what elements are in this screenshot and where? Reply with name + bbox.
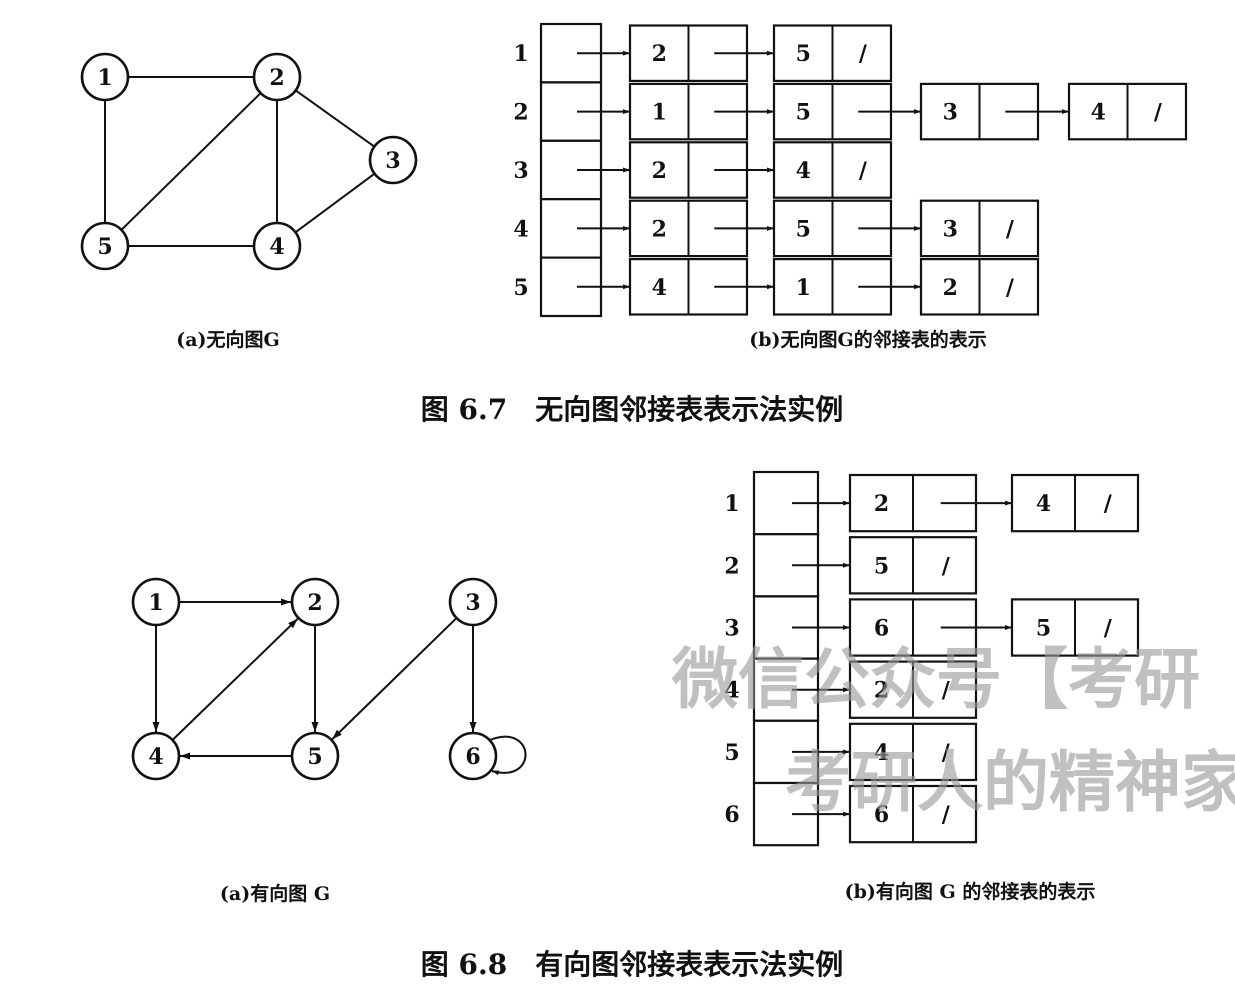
self-loop-edge-6 [489,735,527,776]
node-circle-1 [131,577,181,627]
node-circle-6 [448,731,498,781]
adjvex-value: 5 [1036,616,1051,642]
directed-graph-caption: (a)有向图 G [220,882,330,905]
edge-2-3 [295,89,375,148]
adjvex-value: 2 [874,491,889,517]
vertex-label-6: 6 [724,802,739,828]
edge-2-5 [120,92,262,231]
adjvex-value: 4 [1091,100,1106,126]
node-label-4: 4 [269,234,284,260]
figure-6-7-title: 图 6.7 无向图邻接表表示法实例 [421,393,843,426]
null-pointer-mark: / [859,158,868,184]
node-circle-5 [290,731,340,781]
directed-adjacency-caption: (b)有向图 G 的邻接表的表示 [845,880,1096,903]
vertex-label-4: 4 [724,678,739,704]
adjvex-value: 4 [1036,491,1051,517]
null-pointer-mark: / [942,802,951,828]
adjvex-value: 5 [796,100,811,126]
null-pointer-mark: / [1104,616,1113,642]
node-label-3: 3 [465,590,480,616]
edge-3-4 [294,172,376,234]
adjvex-value: 2 [652,41,667,67]
adjvex-value: 1 [652,100,667,126]
edge-3-5 [331,617,458,740]
adjvex-value: 4 [796,158,811,184]
adjvex-value: 2 [943,275,958,301]
directed-adjacency-list: 1 2 4 / 2 5 / 3 6 5 / 4 2 / 5 4 / 6 6 / [724,470,1140,847]
adjvex-value: 6 [874,616,889,642]
adjvex-value: 4 [652,275,667,301]
null-pointer-mark: / [1104,491,1113,517]
null-pointer-mark: / [942,553,951,579]
vertex-label-1: 1 [724,491,739,517]
adjvex-value: 5 [874,553,889,579]
node-circle-3 [448,577,498,627]
adjvex-value: 1 [796,275,811,301]
null-pointer-mark: / [1006,216,1015,242]
null-pointer-mark: / [942,678,951,704]
adjvex-value: 6 [874,802,889,828]
node-circle-5 [80,221,130,271]
vertex-label-1: 1 [513,41,528,67]
head-cell-6 [752,781,820,847]
adjvex-value: 5 [796,216,811,242]
adjvex-value: 2 [652,216,667,242]
node-label-6: 6 [465,744,480,770]
node-label-2: 2 [269,65,284,91]
vertex-label-5: 5 [513,275,528,301]
undirected-graph: 1 2 3 4 5 [80,52,418,271]
node-circle-2 [252,52,302,102]
undirected-graph-caption: (a)无向图G [176,328,280,351]
watermark-line-2: 考研人的精神家 [785,744,1235,821]
adjvex-value: 2 [874,678,889,704]
adjvex-value: 3 [943,216,958,242]
null-pointer-mark: / [1006,275,1015,301]
node-circle-4 [252,221,302,271]
vertex-label-4: 4 [513,216,528,242]
node-circle-2 [290,577,340,627]
node-label-4: 4 [148,744,163,770]
adjvex-value: 5 [796,41,811,67]
node-label-1: 1 [97,65,112,91]
adjvex-value: 4 [874,740,889,766]
node-circle-3 [368,135,418,185]
edge-4-2 [171,617,299,741]
vertex-label-2: 2 [724,553,739,579]
node-label-2: 2 [307,590,322,616]
vertex-label-2: 2 [513,100,528,126]
null-pointer-mark: / [859,41,868,67]
null-pointer-mark: / [1154,100,1163,126]
adjvex-value: 3 [943,100,958,126]
node-label-3: 3 [385,148,400,174]
node-label-1: 1 [148,590,163,616]
undirected-adjacency-caption: (b)无向图G的邻接表的表示 [749,328,987,351]
node-circle-1 [80,52,130,102]
vertex-label-5: 5 [724,740,739,766]
undirected-adjacency-list: 1 2 5 / 2 1 5 3 4 / 3 2 4 / 4 2 5 3 / 5 4 1 2 / [513,22,1188,318]
directed-graph: 1 2 3 4 5 6 [131,577,527,781]
node-circle-4 [131,731,181,781]
vertex-label-3: 3 [513,158,528,184]
watermark-line-1: 微信公众号【考研 [671,641,1200,718]
node-label-5: 5 [97,234,112,260]
node-label-5: 5 [307,744,322,770]
vertex-label-3: 3 [724,616,739,642]
figure-6-8-title: 图 6.8 有向图邻接表表示法实例 [421,948,843,981]
null-pointer-mark: / [942,740,951,766]
adjvex-value: 2 [652,158,667,184]
